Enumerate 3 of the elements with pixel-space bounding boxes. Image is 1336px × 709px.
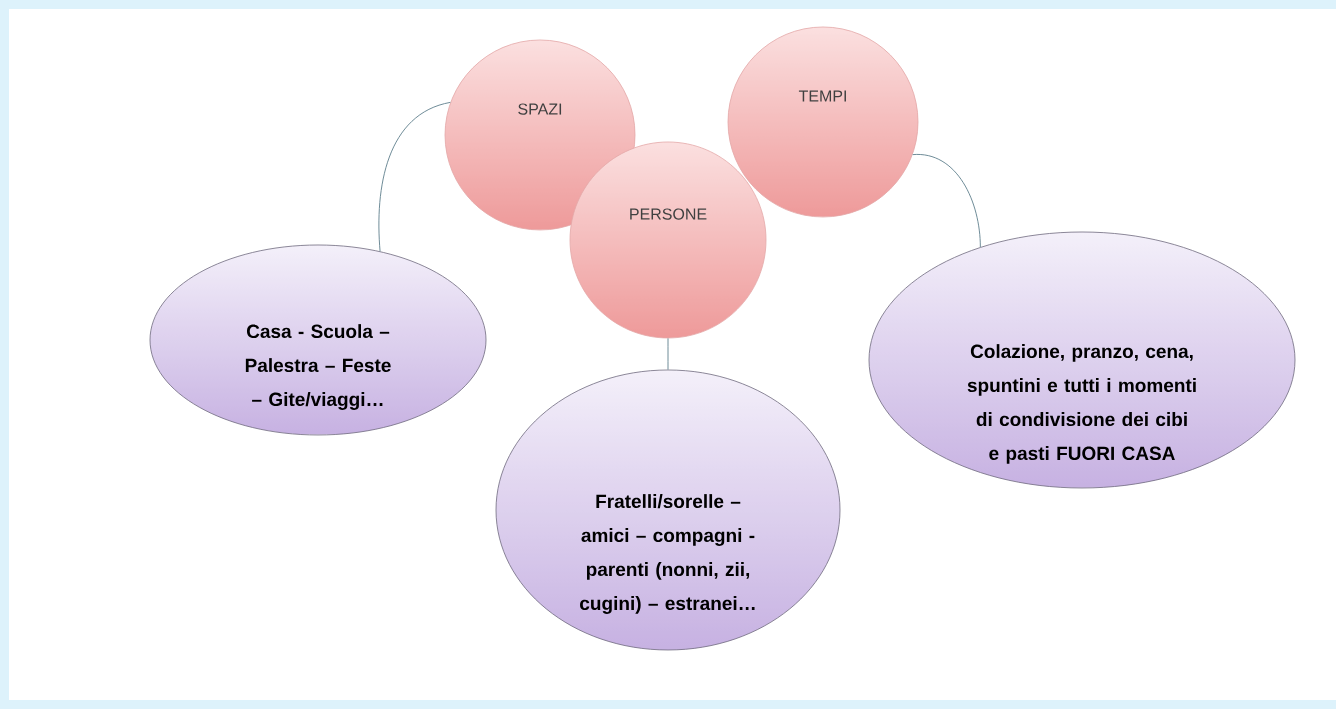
connector-line <box>912 154 981 248</box>
connector-line <box>378 101 451 252</box>
connector-line <box>667 337 669 371</box>
